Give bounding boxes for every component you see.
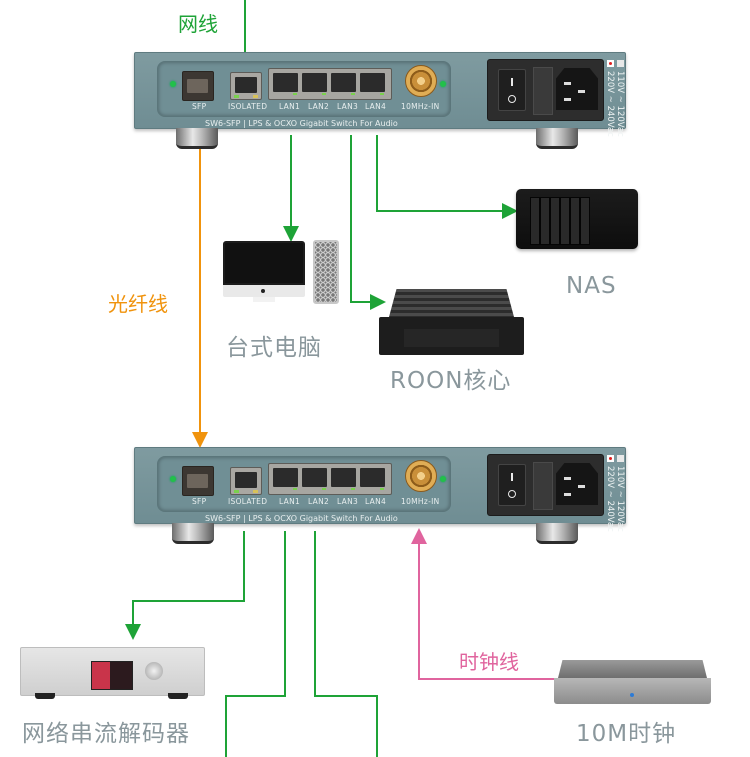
clock-cable-label: 时钟线: [459, 650, 519, 674]
port-label-lan4: LAN4: [365, 102, 387, 111]
front-panel: SFP ISOLATED LAN1 LAN2 LAN3 LAN4 10MHz-I…: [157, 61, 451, 117]
ethernet-line-lan2: [314, 531, 378, 757]
status-led-icon: [440, 81, 446, 87]
power-switch[interactable]: [498, 464, 526, 506]
voltage-label-110: 110V ~ 120Vac: [615, 466, 625, 532]
lan1-port[interactable]: [273, 73, 298, 95]
power-inlet-icon: [556, 68, 598, 110]
status-led-icon: [440, 476, 446, 482]
port-label-lan1: LAN1: [279, 497, 301, 506]
audio-switch-top: SFP ISOLATED LAN1 LAN2 LAN3 LAN4 10MHz-I…: [134, 52, 626, 137]
power-module: [487, 59, 604, 121]
isolated-port[interactable]: [230, 467, 262, 495]
front-panel: SFP ISOLATED LAN1 LAN2 LAN3 LAN4 10MHz-I…: [157, 456, 451, 512]
switch-foot: [176, 128, 218, 149]
port-label-clock-in: 10MHz-IN: [401, 497, 440, 506]
sfp-port[interactable]: [182, 466, 214, 496]
switch-model-text: SW6-SFP | LPS & OCXO Gigabit Switch For …: [205, 514, 398, 523]
port-label-lan3: LAN3: [337, 497, 359, 506]
port-label-lan3: LAN3: [337, 102, 359, 111]
status-led-icon: [170, 81, 176, 87]
lan2-port[interactable]: [302, 468, 327, 490]
power-module: [487, 454, 604, 516]
master-clock-label: 10M时钟: [576, 721, 677, 747]
ethernet-line-dac: [125, 531, 245, 640]
ethernet-line-roon: [350, 135, 386, 310]
roon-core-label: ROON核心: [390, 368, 512, 394]
imac-icon: [223, 241, 305, 302]
switch-foot: [536, 523, 578, 544]
power-switch[interactable]: [498, 69, 526, 111]
ethernet-line-lan1: [225, 531, 286, 757]
bnc-connector-icon[interactable]: [405, 65, 437, 97]
isolated-port[interactable]: [230, 72, 262, 100]
switch-foot: [172, 523, 214, 544]
port-label-sfp: SFP: [192, 102, 207, 111]
nas-device-icon: [516, 189, 638, 249]
master-clock-device-icon: [554, 660, 711, 706]
streamer-dac-device-icon: [20, 647, 205, 701]
voltage-selector-220-icon: [617, 60, 624, 67]
fuse-holder: [533, 462, 553, 510]
lan4-port[interactable]: [360, 468, 385, 490]
lan3-port[interactable]: [331, 73, 356, 95]
lan3-port[interactable]: [331, 468, 356, 490]
fiber-cable-label: 光纤线: [108, 292, 168, 316]
port-label-lan2: LAN2: [308, 497, 330, 506]
ethernet-cable-label: 网线: [178, 12, 218, 36]
lan4-port[interactable]: [360, 73, 385, 95]
desktop-label: 台式电脑: [226, 335, 322, 361]
port-label-clock-in: 10MHz-IN: [401, 102, 440, 111]
lan1-port[interactable]: [273, 468, 298, 490]
voltage-selector-110-icon: [607, 60, 614, 67]
audio-switch-bottom: SFP ISOLATED LAN1 LAN2 LAN3 LAN4 10MHz-I…: [134, 447, 626, 532]
port-label-lan2: LAN2: [308, 102, 330, 111]
roon-core-device-icon: [379, 289, 524, 356]
voltage-label-220: 220V ~ 240Vac: [605, 466, 615, 532]
port-label-sfp: SFP: [192, 497, 207, 506]
switch-model-text: SW6-SFP | LPS & OCXO Gigabit Switch For …: [205, 119, 398, 128]
switch-foot: [536, 128, 578, 149]
port-label-isolated: ISOLATED: [228, 102, 268, 111]
port-label-lan4: LAN4: [365, 497, 387, 506]
ethernet-line-nas: [376, 135, 518, 219]
port-label-lan1: LAN1: [279, 102, 301, 111]
streamer-dac-label: 网络串流解码器: [22, 721, 190, 747]
power-inlet-icon: [556, 463, 598, 505]
mac-pro-tower-icon: [313, 240, 339, 304]
bnc-connector-icon[interactable]: [405, 460, 437, 492]
voltage-selector-110-icon: [607, 455, 614, 462]
nas-label: NAS: [566, 273, 617, 299]
port-label-isolated: ISOLATED: [228, 497, 268, 506]
lan2-port[interactable]: [302, 73, 327, 95]
voltage-selector-220-icon: [617, 455, 624, 462]
voltage-label-110: 110V ~ 120Vac: [615, 71, 625, 137]
fuse-holder: [533, 67, 553, 115]
lan-port-block: [268, 68, 392, 100]
lan-port-block: [268, 463, 392, 495]
voltage-label-220: 220V ~ 240Vac: [605, 71, 615, 137]
status-led-icon: [170, 476, 176, 482]
sfp-port[interactable]: [182, 71, 214, 101]
